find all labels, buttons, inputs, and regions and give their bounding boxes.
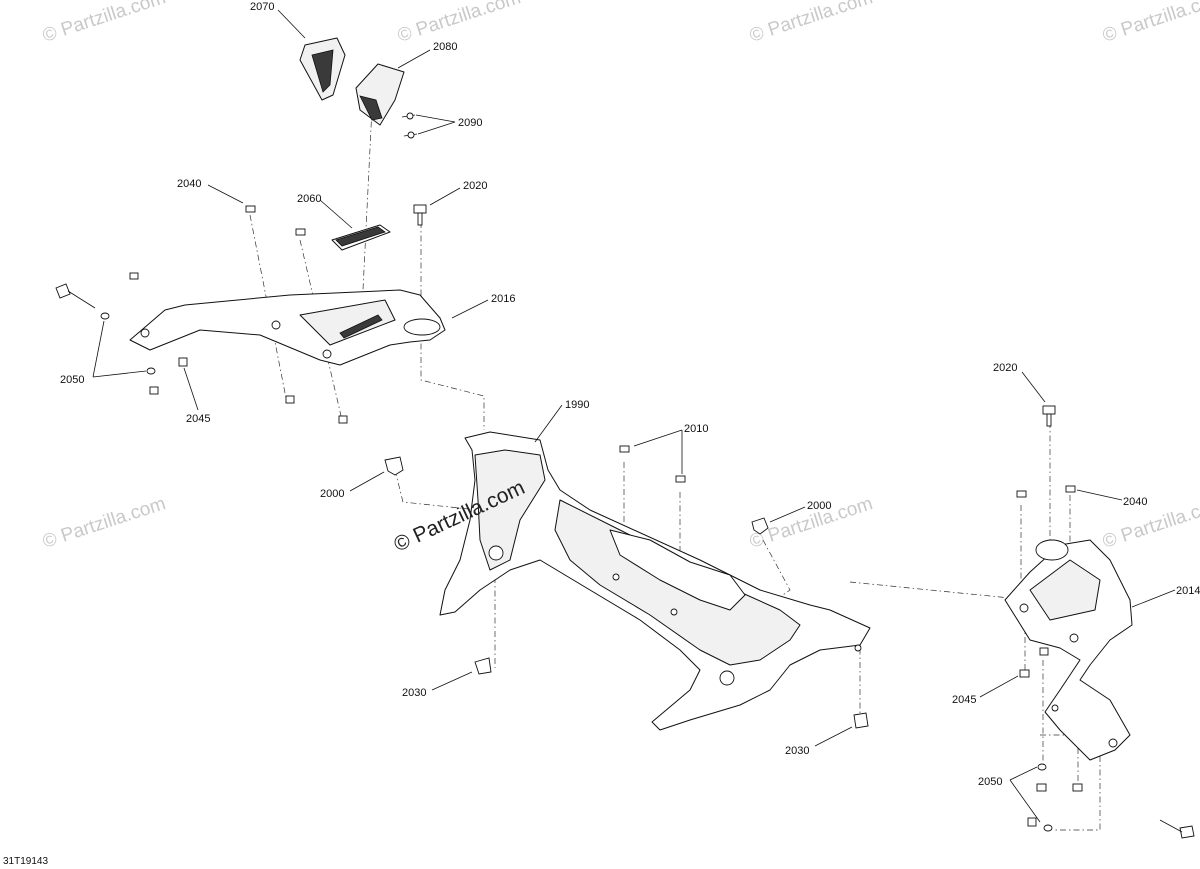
grip-pad-2060: [331, 224, 391, 251]
side-bracket-2016: [129, 289, 446, 366]
callouts: 2070 2080 2090 2040 2060 2020 2016 2050 …: [60, 1, 1200, 788]
hardware: [55, 204, 1195, 839]
watermark-top-left: © Partzilla.com: [40, 0, 168, 47]
callout-2016: 2016: [491, 293, 515, 305]
callout-2000-left: 2000: [320, 488, 344, 500]
callout-2080: 2080: [433, 41, 457, 53]
callout-2020-left: 2020: [463, 180, 487, 192]
watermark-mid-left: © Partzilla.com: [40, 493, 168, 553]
leader-lines: [92, 9, 1176, 823]
callout-2040-left: 2040: [177, 178, 201, 190]
callout-2045-right: 2045: [952, 694, 976, 706]
callout-2050-left: 2050: [60, 374, 84, 386]
main-frame-1990: [439, 431, 871, 731]
callout-2045-left: 2045: [186, 413, 210, 425]
callout-1990: 1990: [565, 399, 589, 411]
handle-cover-2070: [299, 37, 346, 101]
callout-2020-right: 2020: [993, 362, 1017, 374]
watermark-mid-far-right: © Partzilla.com: [1100, 493, 1200, 553]
watermark-top-far-right: © Partzilla.com: [1100, 0, 1200, 47]
watermark-top-center: © Partzilla.com: [395, 0, 523, 47]
callout-2060: 2060: [297, 193, 321, 205]
callout-2070: 2070: [250, 1, 274, 13]
callout-2050-right: 2050: [978, 776, 1002, 788]
callout-2014: 2014: [1176, 585, 1200, 597]
callout-2030-left: 2030: [402, 687, 426, 699]
side-bracket-2014: [1004, 539, 1133, 761]
screws-2090: [401, 112, 418, 139]
callout-2030-right: 2030: [785, 745, 809, 757]
callout-2090: 2090: [458, 117, 482, 129]
callout-2000-right: 2000: [807, 500, 831, 512]
callout-2040-right: 2040: [1123, 496, 1147, 508]
callout-2010: 2010: [684, 423, 708, 435]
diagram-code: 31T19143: [3, 856, 48, 867]
watermark-top-right: © Partzilla.com: [747, 0, 875, 47]
watermarks: © Partzilla.com © Partzilla.com © Partzi…: [40, 0, 1200, 553]
handle-cover-2080: [355, 63, 405, 126]
